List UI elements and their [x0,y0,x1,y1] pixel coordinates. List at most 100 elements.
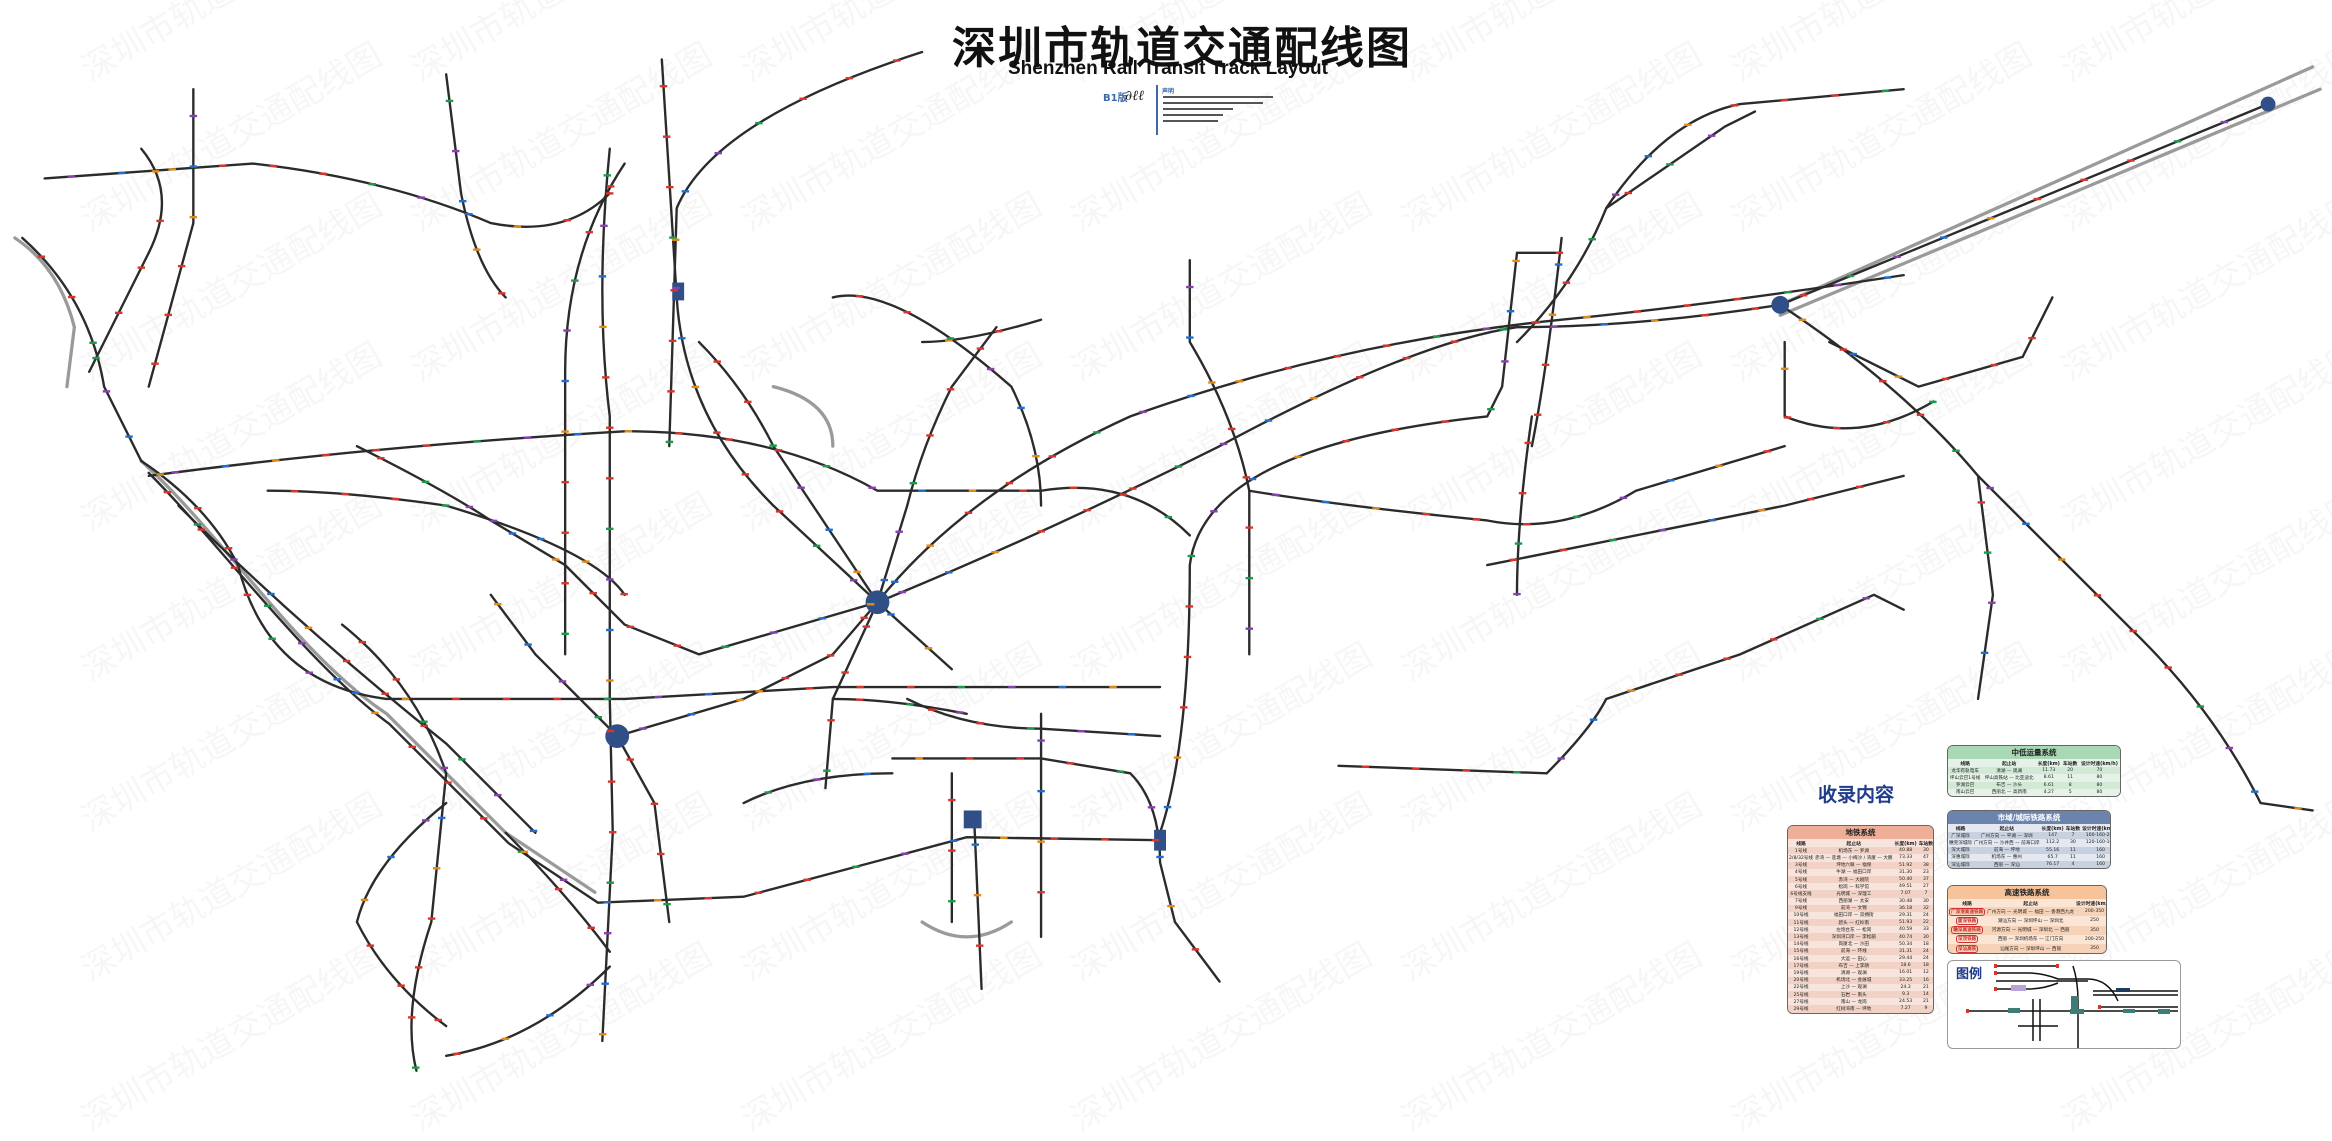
table-cell: 大运 — 田心 [1813,955,1894,963]
table-cell: 40.74 [1893,933,1918,941]
station-marker [812,544,821,548]
station-marker [177,264,186,268]
station-marker [494,602,502,606]
station-marker [268,637,276,640]
table-cell: 6.61 [2036,781,2062,789]
station-marker [586,983,594,987]
line-name: 17号线 [1793,963,1809,969]
table-cell: 31.30 [1893,868,1918,876]
table-cell: 76.17 [2040,860,2065,869]
station-marker [1008,685,1016,689]
station-marker [826,654,835,657]
station-marker [1675,673,1683,676]
declaration-line [1163,108,1233,110]
cell-value: 石岩 — 南头 [1840,992,1867,998]
table-cell: 3号线 [1788,861,1814,869]
column-header: 线路 [1948,824,1973,833]
cell-value: 7 [2071,833,2075,839]
cell-value: 18 [1922,941,1929,947]
station-marker [1862,597,1870,600]
cell-value: 80 [2096,789,2103,795]
station-marker [437,816,446,820]
table-cell: 广州方向 — 沙井西 — 前海口岸 [1972,839,2041,847]
station-marker [498,292,506,295]
table-cell: 16.01 [1893,969,1918,977]
line-name: 19号线 [1793,970,1809,976]
station-marker [371,711,379,715]
line-name: 10号线 [1793,913,1809,919]
cell-value: 西丽湖 — 太安 [1838,899,1869,905]
table-cell: 9 [1917,1005,1933,1013]
cell-value: 16.01 [1899,970,1913,976]
line-name: 27号线 [1793,999,1809,1005]
station-marker [290,490,299,493]
station-marker [561,632,569,636]
station-marker [1037,789,1045,793]
station-marker [587,926,595,929]
table-cell: 5 [2061,788,2079,796]
station-marker [853,570,861,574]
track-line [920,318,1043,344]
station-marker [609,831,617,834]
table-cell: 112.2 [2040,839,2065,847]
station-marker [1361,765,1369,769]
station-marker [868,486,876,489]
station-marker [1977,501,1986,504]
table-cell: 22 [1917,919,1933,927]
station-marker [1757,509,1766,512]
station-marker [341,492,349,496]
cell-value: 广州方向 — 平湖 — 深圳 [1980,833,2033,839]
column-header: 起止站 [1986,899,2076,908]
table-cell: 岗厦北 — 沙田 [1813,940,1894,948]
station-marker [193,523,202,526]
station-marker [489,519,498,523]
station-marker [1548,313,1557,316]
table-cell: 37 [1917,875,1933,884]
station-marker [673,644,681,647]
station-marker [1589,718,1598,721]
station-marker [1715,464,1723,468]
station-marker [976,722,985,725]
cell-value: 65.7 [2047,854,2058,860]
station-marker [1666,479,1675,482]
station-marker [473,248,481,251]
cell-value: 9 [1924,1006,1928,1012]
table-cell: 51.93 [1893,919,1918,927]
station-marker [1940,236,1948,239]
station-marker [2164,666,2172,669]
cell-value: 8.61 [2043,775,2054,781]
station-marker [1770,638,1778,641]
station-marker [2127,159,2135,162]
station-marker [654,899,662,902]
station-marker [2251,790,2259,793]
cell-value: 24 [1922,912,1929,918]
track-line [906,697,1162,738]
declaration-heading: 声明 [1162,88,1175,95]
station-marker [422,819,430,822]
track-line [340,623,448,1072]
station-marker [1050,837,1059,840]
line-name: 5号线 [1794,877,1808,883]
station-marker [333,678,341,681]
cell-value: 赤湾 — 大剧院 [1838,877,1869,883]
cell-value: 18 [1922,963,1929,969]
station-marker [1608,538,1617,542]
cell-value: 40.74 [1899,934,1913,940]
station-marker [606,527,614,531]
station-marker [823,769,831,772]
track-line [355,444,879,656]
station-marker [1562,281,1571,284]
cell-value: 广州方向 — 沙井西 — 前海口岸 [1973,840,2040,846]
station-marker [1139,410,1147,414]
station-marker [799,97,807,100]
station-marker [458,758,466,761]
station-marker [1482,327,1491,330]
station-marker [1708,518,1716,522]
station-marker [1026,727,1035,730]
line-name: 22号线 [1793,985,1809,991]
cell-value: 147 [2048,833,2058,839]
table-cell: 31.31 [1893,947,1918,955]
